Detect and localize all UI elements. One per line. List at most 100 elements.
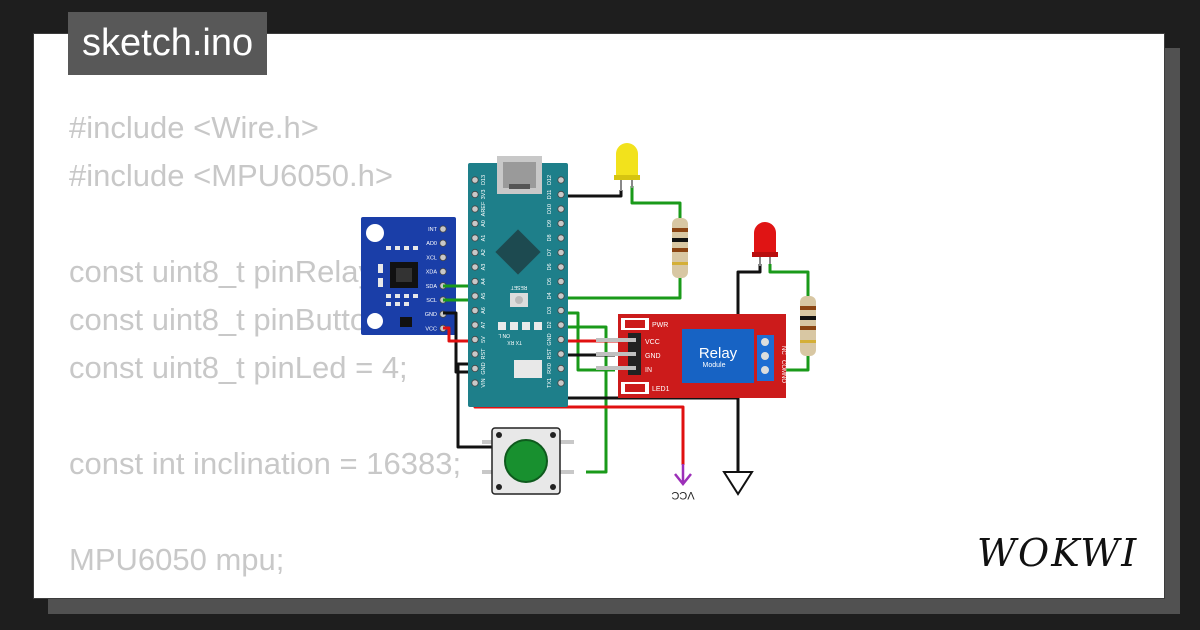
red-led <box>752 222 778 266</box>
mpu-pin-label: SDA <box>426 284 438 290</box>
nano-pin-label: RST <box>547 348 553 360</box>
project-card[interactable]: #include <Wire.h> #include <MPU6050.h> con… <box>33 33 1165 599</box>
code-line: const int inclination = 16383; <box>69 446 462 481</box>
relay-subtitle: Module <box>703 362 726 369</box>
pushbutton <box>482 427 574 495</box>
wokwi-logo-text: WOKWI <box>977 531 1138 575</box>
nano-pin-right <box>557 306 565 315</box>
nano-pin-left <box>471 321 479 329</box>
nano-pin-left <box>471 176 479 184</box>
nano-pin-label: A7 <box>481 322 487 329</box>
nano-pin-label: D2 <box>547 321 553 328</box>
ground-symbol <box>722 471 754 496</box>
nano-pin-right <box>557 219 565 228</box>
nano-pin-label: D12 <box>547 175 553 185</box>
nano-pin-label: 5V <box>481 336 487 343</box>
nano-pin-label: D9 <box>547 220 553 227</box>
mpu-pin-label: VCC <box>425 326 437 332</box>
mpu-pin-label: INT <box>428 227 438 233</box>
relay-pin-gnd: GND <box>645 353 661 360</box>
nano-pin-right <box>557 263 565 271</box>
nano-pin-right <box>557 248 565 257</box>
nano-pin-right <box>557 379 565 387</box>
mpu-pin-label: SCL <box>426 298 437 304</box>
nano-pin-label: A6 <box>481 307 487 314</box>
svg-text:RESET: RESET <box>511 284 528 290</box>
code-line: #include <Wire.h> <box>69 110 319 145</box>
nano-pin-label: D6 <box>547 263 553 270</box>
mpu-pin <box>439 239 447 247</box>
resistor-1 <box>672 218 688 278</box>
nano-pin-label: D3 <box>547 307 553 314</box>
nano-pin-right <box>557 335 565 344</box>
relay-terminal-no: NO <box>780 374 786 383</box>
nano-pin-label: D10 <box>547 204 553 214</box>
nano-pin-left <box>471 350 479 358</box>
mpu-pin <box>439 253 447 261</box>
code-line: const uint8_t pinLed = 4; <box>69 350 408 385</box>
nano-pin-label: GND <box>547 333 553 345</box>
nano-pin-label: RX0 <box>547 363 553 374</box>
nano-pin-right <box>557 176 565 184</box>
nano-pin-left <box>471 277 479 286</box>
relay-terminal-nc: NC <box>780 346 786 355</box>
nano-pin-label: A3 <box>481 264 487 271</box>
nano-pin-right <box>557 234 565 242</box>
relay-led-pwr: PWR <box>652 322 668 329</box>
nano-pin-left <box>471 379 479 387</box>
nano-pin-left <box>471 205 479 213</box>
nano-pin-right <box>557 277 565 286</box>
nano-pin-label: AREF <box>481 201 487 216</box>
nano-pin-right <box>557 364 565 373</box>
mpu-pin-label: XDA <box>426 270 438 276</box>
relay-pin-in: IN <box>645 367 652 374</box>
nano-pin-label: A2 <box>481 249 487 256</box>
nano-pin-label: D5 <box>547 278 553 285</box>
nano-pin-right <box>557 190 565 199</box>
file-tab: sketch.ino <box>68 12 268 75</box>
nano-pin-label: 3V3 <box>481 190 487 200</box>
vcc-symbol: VCC <box>671 464 695 501</box>
nano-pin-right <box>557 321 565 329</box>
nano-pin-label: A1 <box>481 235 487 242</box>
svg-text:ON L: ON L <box>498 332 510 338</box>
nano-pin-left <box>471 306 479 315</box>
mpu-pin <box>439 267 447 276</box>
code-line: MPU6050 mpu; <box>69 542 285 577</box>
code-line: #include <MPU6050.h> <box>69 158 394 193</box>
nano-pin-label: A5 <box>481 293 487 300</box>
resistor-2 <box>800 296 816 356</box>
nano-pin-left <box>471 219 479 228</box>
yellow-led <box>614 143 640 191</box>
nano-pin-left <box>471 263 479 271</box>
nano-pin-left <box>471 190 479 199</box>
relay-title: Relay <box>699 345 738 362</box>
relay-terminal-com: COM <box>780 360 786 374</box>
mpu-pin <box>439 225 447 233</box>
code-preview: #include <Wire.h> #include <MPU6050.h> con… <box>69 104 461 584</box>
nano-pin-left <box>471 248 479 257</box>
vcc-label: VCC <box>671 489 694 501</box>
nano-pin-label: RST <box>481 348 487 360</box>
mpu-pin-label: AD0 <box>426 241 437 247</box>
nano-pin-right <box>557 292 565 300</box>
nano-pin-left <box>471 364 479 373</box>
nano-pin-label: TX1 <box>547 378 553 388</box>
relay-led-1: LED1 <box>652 386 670 393</box>
nano-pin-label: A0 <box>481 220 487 227</box>
nano-pin-right <box>557 205 565 213</box>
wokwi-logo: WOKWI <box>977 531 1138 575</box>
nano-pin-label: A4 <box>481 278 487 285</box>
relay-pin-vcc: VCC <box>645 339 660 346</box>
nano-pin-label: D4 <box>547 292 553 299</box>
mpu-pin-label: GND <box>425 312 437 318</box>
nano-pin-label: D7 <box>547 249 553 256</box>
nano-pin-label: D11 <box>547 190 553 200</box>
nano-pin-right <box>557 350 565 358</box>
mpu-pin-label: XCL <box>426 255 437 261</box>
nano-pin-label: D8 <box>547 234 553 241</box>
nano-pin-left <box>471 234 479 242</box>
svg-text:TX RX: TX RX <box>507 339 522 345</box>
